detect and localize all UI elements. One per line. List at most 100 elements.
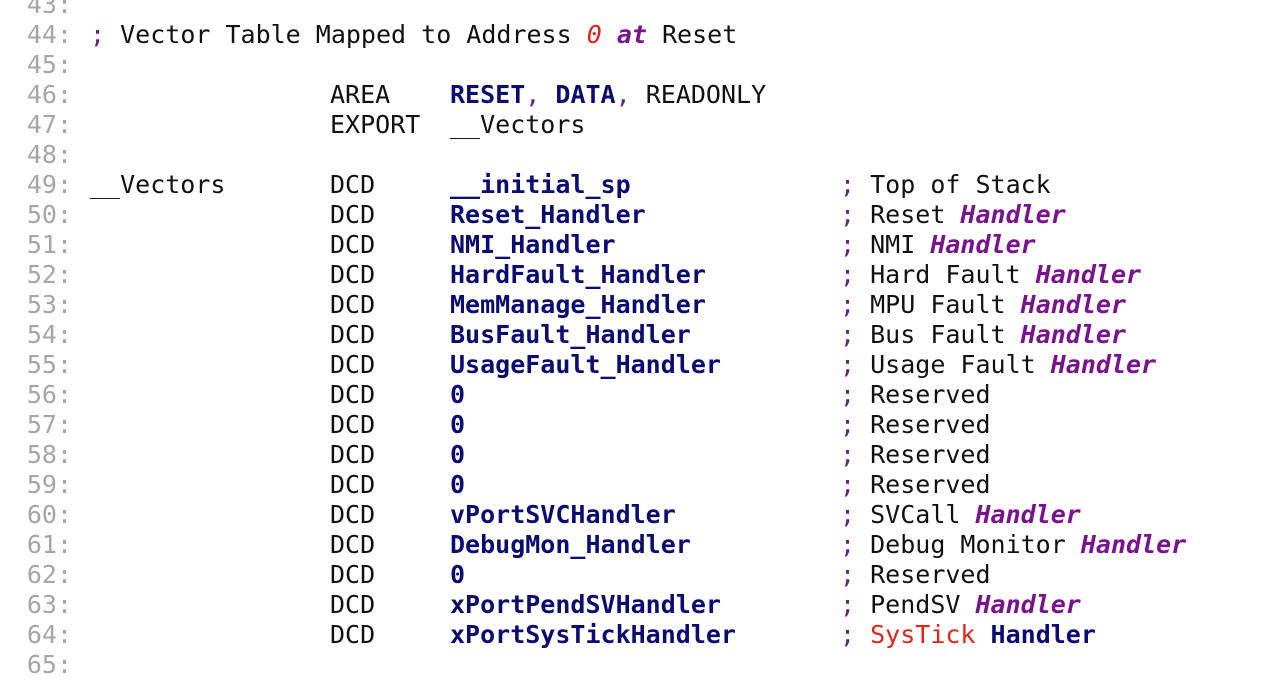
code-column: UsageFault_Handler <box>450 350 721 380</box>
line-number: 45: <box>26 50 72 79</box>
code-token: Top of Stack <box>855 170 1051 199</box>
code-line[interactable]: 60: DCD vPortSVCHandler ; SVCall Handler <box>0 500 1284 530</box>
code-column: ; SVCall Handler <box>840 500 1081 530</box>
line-number: 51: <box>26 230 72 259</box>
code-column: ; SysTick Handler <box>840 620 1096 650</box>
code-token: ; <box>840 320 856 349</box>
code-column: __initial_sp <box>450 170 631 200</box>
code-token: ; <box>90 20 106 49</box>
code-token: Handler <box>930 230 1036 259</box>
code-column: ; Debug Monitor Handler <box>840 530 1186 560</box>
code-line[interactable]: 44:; Vector Table Mapped to Address 0 at… <box>0 20 1284 50</box>
code-token: EXPORT <box>330 110 421 139</box>
code-token: HardFault_Handler <box>450 260 706 289</box>
code-token: Reset <box>855 200 961 229</box>
code-token: ; <box>840 260 856 289</box>
code-token: NMI <box>855 230 931 259</box>
code-token: ; <box>840 620 856 649</box>
code-token: ; <box>840 470 856 499</box>
code-column: DCD <box>330 380 375 410</box>
code-token: SysTick <box>870 620 976 649</box>
code-token: Handler <box>1080 530 1187 559</box>
code-column: DCD <box>330 470 375 500</box>
code-token: 0 <box>450 560 466 589</box>
code-token: Usage Fault <box>855 350 1051 379</box>
code-column: 0 <box>450 440 465 470</box>
code-column: MemManage_Handler <box>450 290 706 320</box>
code-token: Debug Monitor <box>855 530 1081 559</box>
code-column: AREA <box>330 80 390 110</box>
code-column: ; Top of Stack <box>840 170 1051 200</box>
code-token: SVCall <box>855 500 976 529</box>
line-number: 52: <box>26 260 72 289</box>
code-token: DCD <box>330 560 376 589</box>
line-number: 60: <box>26 500 72 529</box>
code-token: MPU Fault <box>855 290 1021 319</box>
code-token: DCD <box>330 530 376 559</box>
code-token: DCD <box>330 350 376 379</box>
code-token: ; <box>840 230 856 259</box>
code-token: PendSV <box>855 590 976 619</box>
code-token: Bus Fault <box>855 320 1021 349</box>
code-token: 0 <box>586 20 602 49</box>
code-token: Reset_Handler <box>450 200 646 229</box>
code-line[interactable]: 45: <box>0 50 1284 80</box>
code-column: Reset_Handler <box>450 200 646 230</box>
code-column: NMI_Handler <box>450 230 616 260</box>
code-token: Handler <box>990 620 1096 649</box>
code-column: DCD <box>330 230 375 260</box>
line-number: 54: <box>26 320 72 349</box>
line-number: 59: <box>26 470 72 499</box>
code-column: DCD <box>330 560 375 590</box>
code-column: DCD <box>330 440 375 470</box>
code-line[interactable]: 43: <box>0 0 1284 20</box>
code-column: vPortSVCHandler <box>450 500 676 530</box>
code-line[interactable]: 65: <box>0 650 1284 680</box>
code-line[interactable]: 47:EXPORT__Vectors <box>0 110 1284 140</box>
line-number: 50: <box>26 200 72 229</box>
code-column: ; Reserved <box>840 560 991 590</box>
code-token: DCD <box>330 290 376 319</box>
code-column: 0 <box>450 380 465 410</box>
code-token: BusFault_Handler <box>450 320 691 349</box>
code-token: DCD <box>330 440 376 469</box>
line-number: 48: <box>26 140 72 169</box>
code-token: Handler <box>1050 350 1157 379</box>
code-column: BusFault_Handler <box>450 320 691 350</box>
line-number: 65: <box>26 650 72 679</box>
code-token: NMI_Handler <box>450 230 616 259</box>
code-token: xPortPendSVHandler <box>450 590 721 619</box>
code-column: ; NMI Handler <box>840 230 1036 260</box>
code-token: DCD <box>330 590 376 619</box>
code-line[interactable]: 48: <box>0 140 1284 170</box>
code-token: ; <box>840 410 856 439</box>
code-token: DCD <box>330 410 376 439</box>
code-token: DCD <box>330 500 376 529</box>
code-token: ; <box>840 170 856 199</box>
line-number: 61: <box>26 530 72 559</box>
code-column: EXPORT <box>330 110 420 140</box>
code-token: Vector Table Mapped to Address <box>105 20 587 49</box>
code-token: DCD <box>330 170 376 199</box>
code-column: DCD <box>330 260 375 290</box>
code-token: ; <box>840 560 856 589</box>
code-token: MemManage_Handler <box>450 290 706 319</box>
code-token: Handler <box>1020 290 1126 319</box>
